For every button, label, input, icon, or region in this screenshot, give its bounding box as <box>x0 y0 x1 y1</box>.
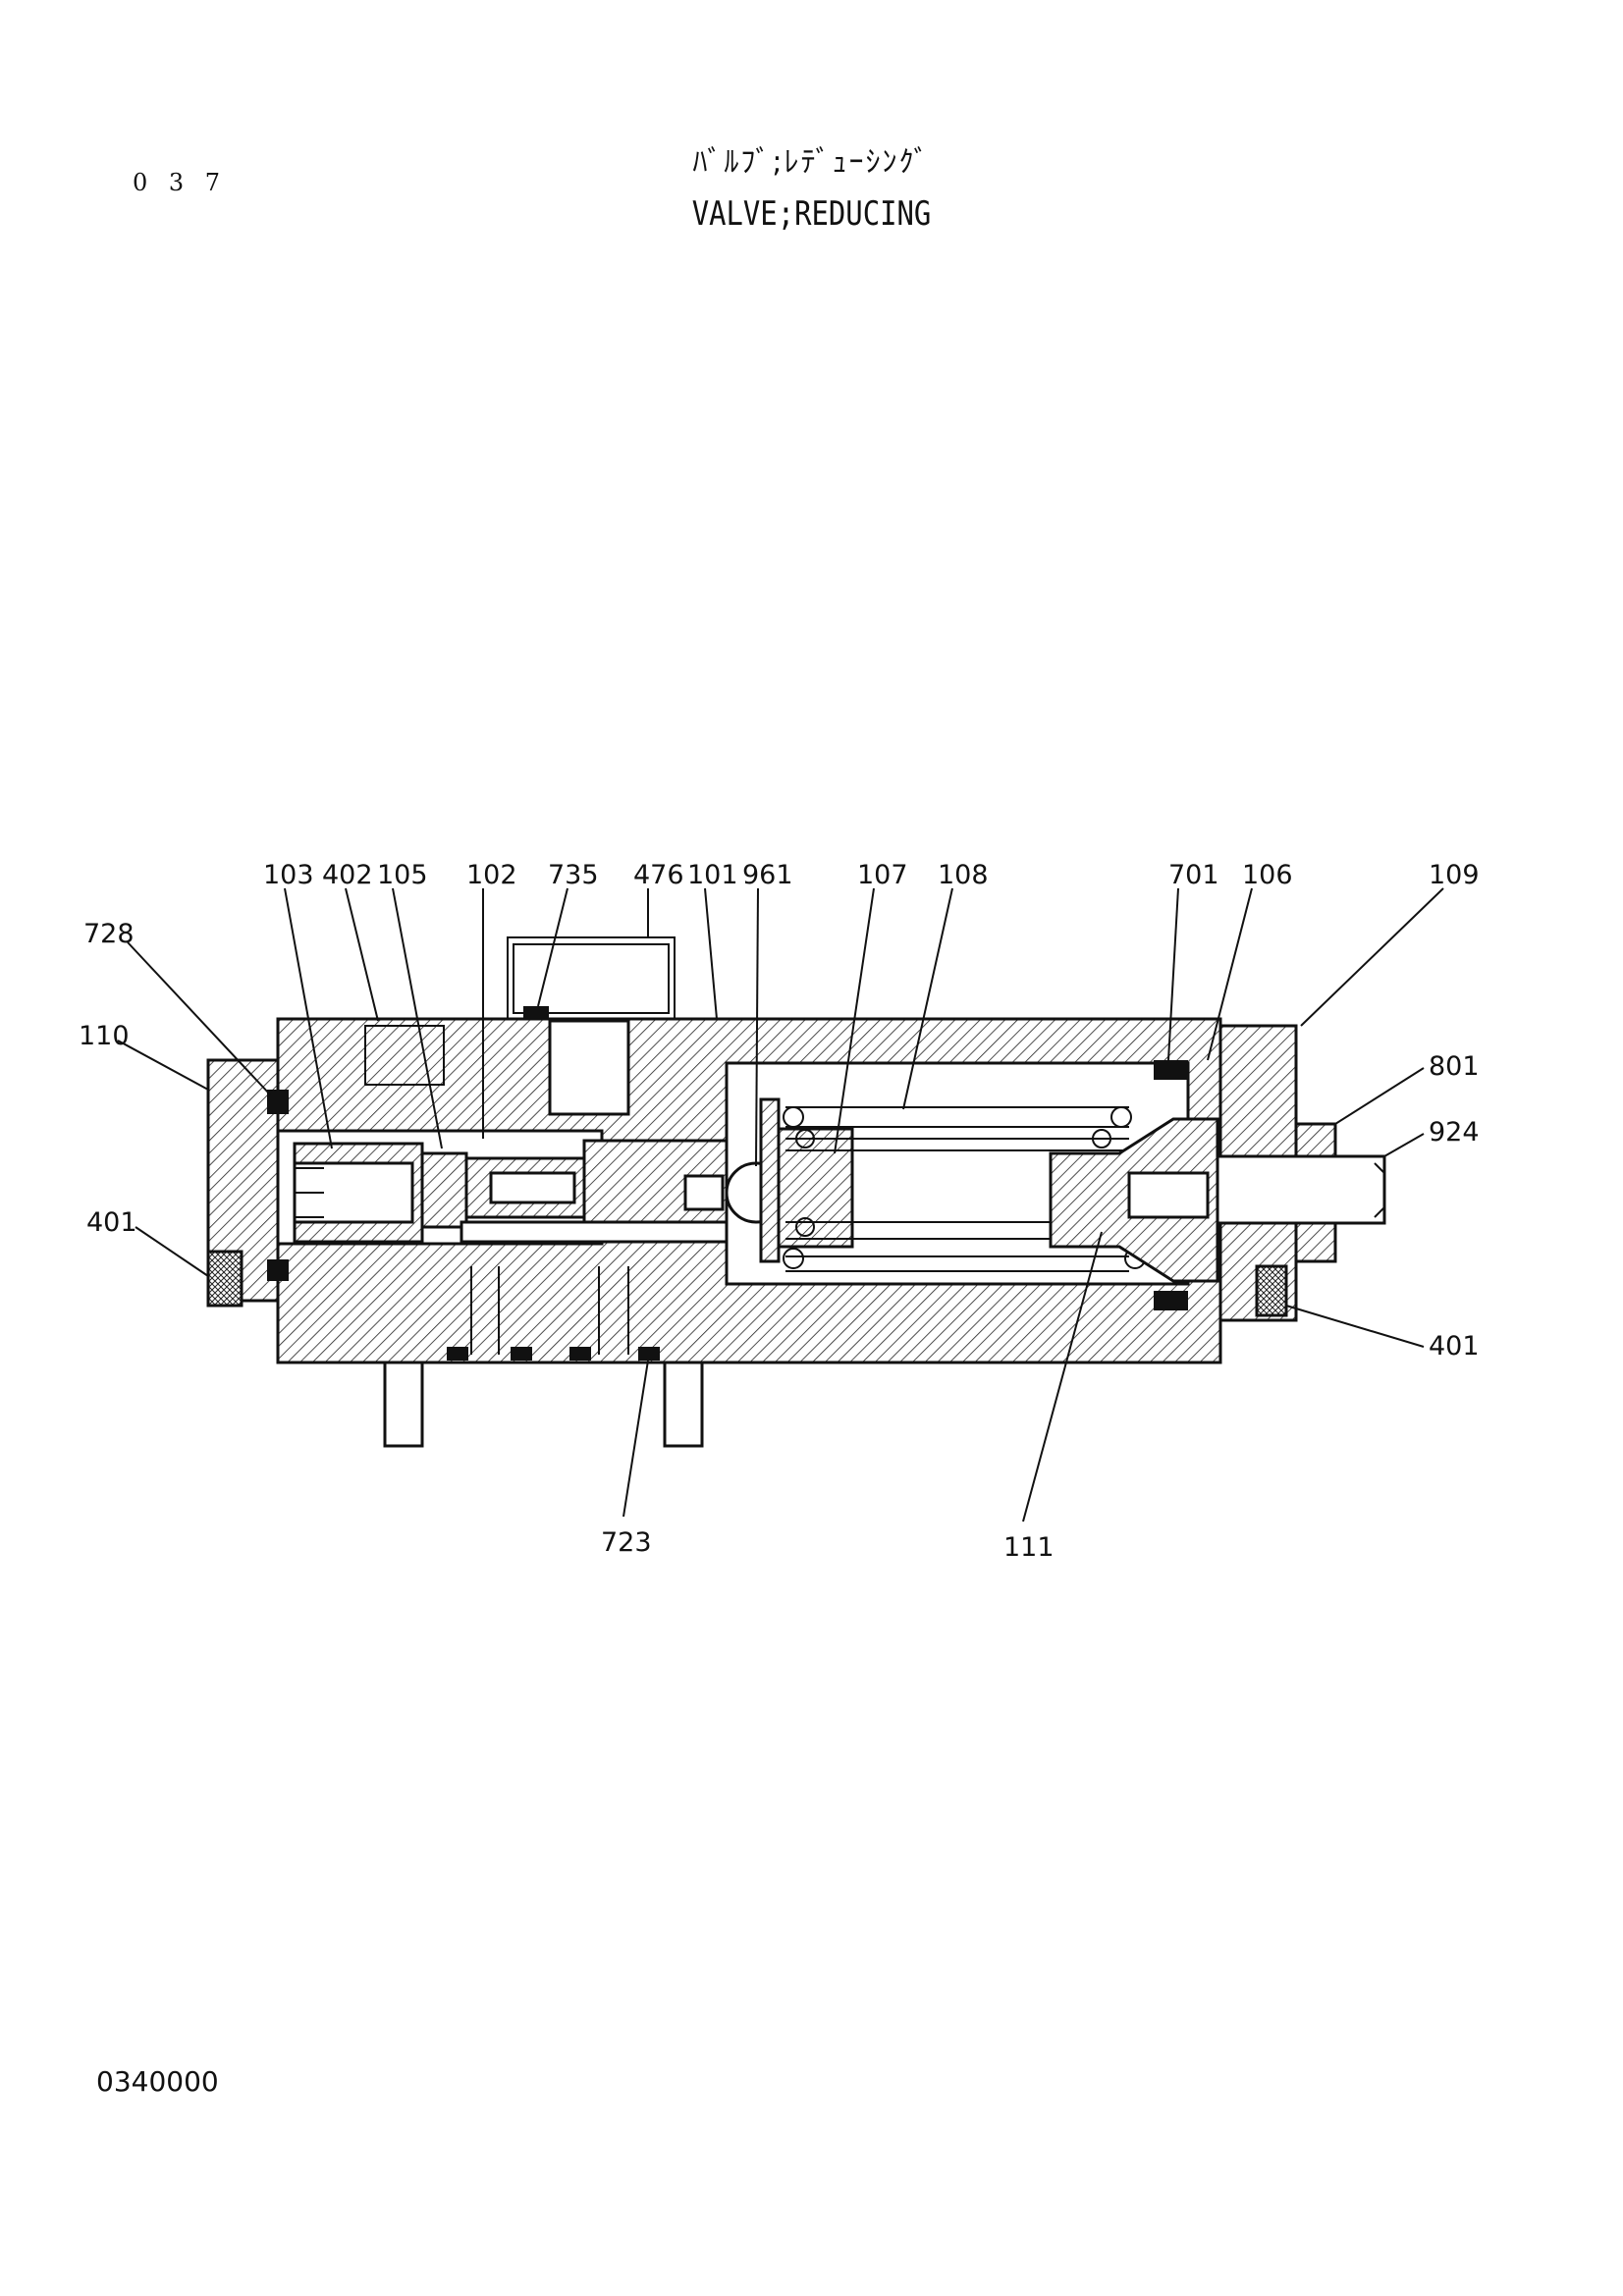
callout-110: 110 <box>79 1021 130 1051</box>
callout-402: 402 <box>322 860 373 890</box>
callout-728: 728 <box>83 919 135 949</box>
callout-701: 701 <box>1168 860 1219 890</box>
callout-106: 106 <box>1242 860 1293 890</box>
callout-111: 111 <box>1003 1532 1055 1563</box>
ball-961 <box>683 1097 854 1263</box>
seals <box>267 1060 1188 1361</box>
callout-108: 108 <box>938 860 989 890</box>
callout-105: 105 <box>377 860 428 890</box>
callout-476: 476 <box>633 860 684 890</box>
callout-101: 101 <box>687 860 738 890</box>
bottom-pins <box>383 1266 704 1448</box>
piston-106 <box>1049 1117 1386 1283</box>
callout-723: 723 <box>601 1527 652 1558</box>
callout-735: 735 <box>548 860 599 890</box>
top-port <box>364 936 676 1116</box>
callout-924: 924 <box>1429 1117 1480 1148</box>
title-english: VALVE;REDUCING <box>691 194 932 234</box>
callout-961: 961 <box>742 860 793 890</box>
document-code: 0340000 <box>96 2065 219 2098</box>
callout-401-left: 401 <box>86 1207 137 1238</box>
callout-102: 102 <box>466 860 517 890</box>
callout-801: 801 <box>1429 1051 1480 1082</box>
leader-lines <box>117 887 1444 1522</box>
callout-109: 109 <box>1429 860 1480 890</box>
callout-401-right: 401 <box>1429 1331 1480 1362</box>
callout-107: 107 <box>857 860 908 890</box>
callout-103: 103 <box>263 860 314 890</box>
spool-assembly <box>293 1139 729 1244</box>
page-number: 0 3 7 <box>133 169 228 196</box>
title-japanese: ﾊﾞﾙﾌﾞ;ﾚﾃﾞｭｰｼﾝｸﾞ <box>692 145 931 180</box>
